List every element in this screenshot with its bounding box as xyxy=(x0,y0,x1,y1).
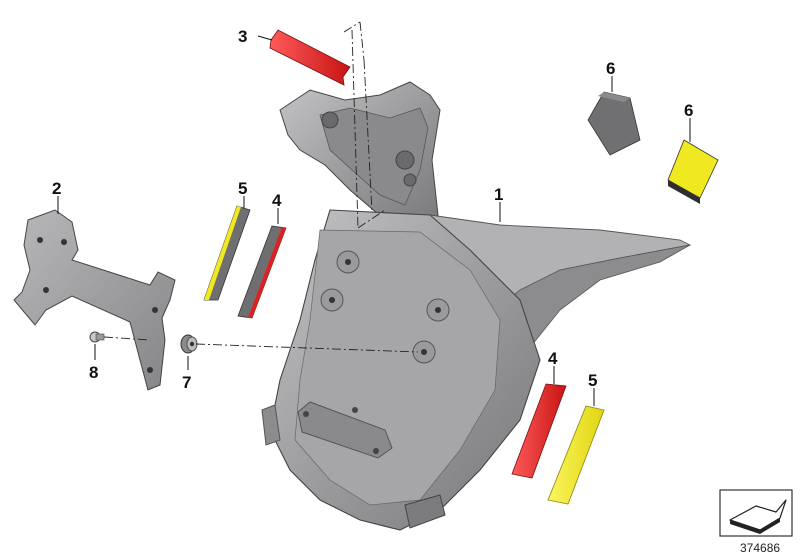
reflector-yellow-left xyxy=(203,205,251,301)
callout-2: 2 xyxy=(52,179,61,198)
screw xyxy=(89,331,105,343)
pad-yellow xyxy=(667,139,719,204)
bracket xyxy=(13,209,176,391)
callout-7: 7 xyxy=(182,373,191,392)
arrow-box-icon[interactable] xyxy=(719,489,793,537)
callout-5-left: 5 xyxy=(238,179,247,198)
callout-4-left: 4 xyxy=(272,191,282,210)
callout-3: 3 xyxy=(238,27,247,46)
reflector-yellow-right xyxy=(547,405,605,505)
pad-grey xyxy=(587,91,641,156)
callout-5-right: 5 xyxy=(588,371,597,390)
license-plate-holder xyxy=(261,81,692,531)
reflector-red-top xyxy=(269,29,351,86)
leader-lines xyxy=(57,35,691,406)
image-number: 374686 xyxy=(740,541,780,555)
callout-8: 8 xyxy=(89,363,98,382)
callout-1: 1 xyxy=(494,185,503,204)
assembly-lines xyxy=(103,21,419,353)
reflector-red-right xyxy=(511,383,567,479)
callout-4-right: 4 xyxy=(548,349,558,368)
callout-6-lower: 6 xyxy=(684,101,693,120)
callout-6-upper: 6 xyxy=(606,59,615,78)
reflector-red-left xyxy=(237,225,287,319)
grommet-nut xyxy=(180,334,198,354)
